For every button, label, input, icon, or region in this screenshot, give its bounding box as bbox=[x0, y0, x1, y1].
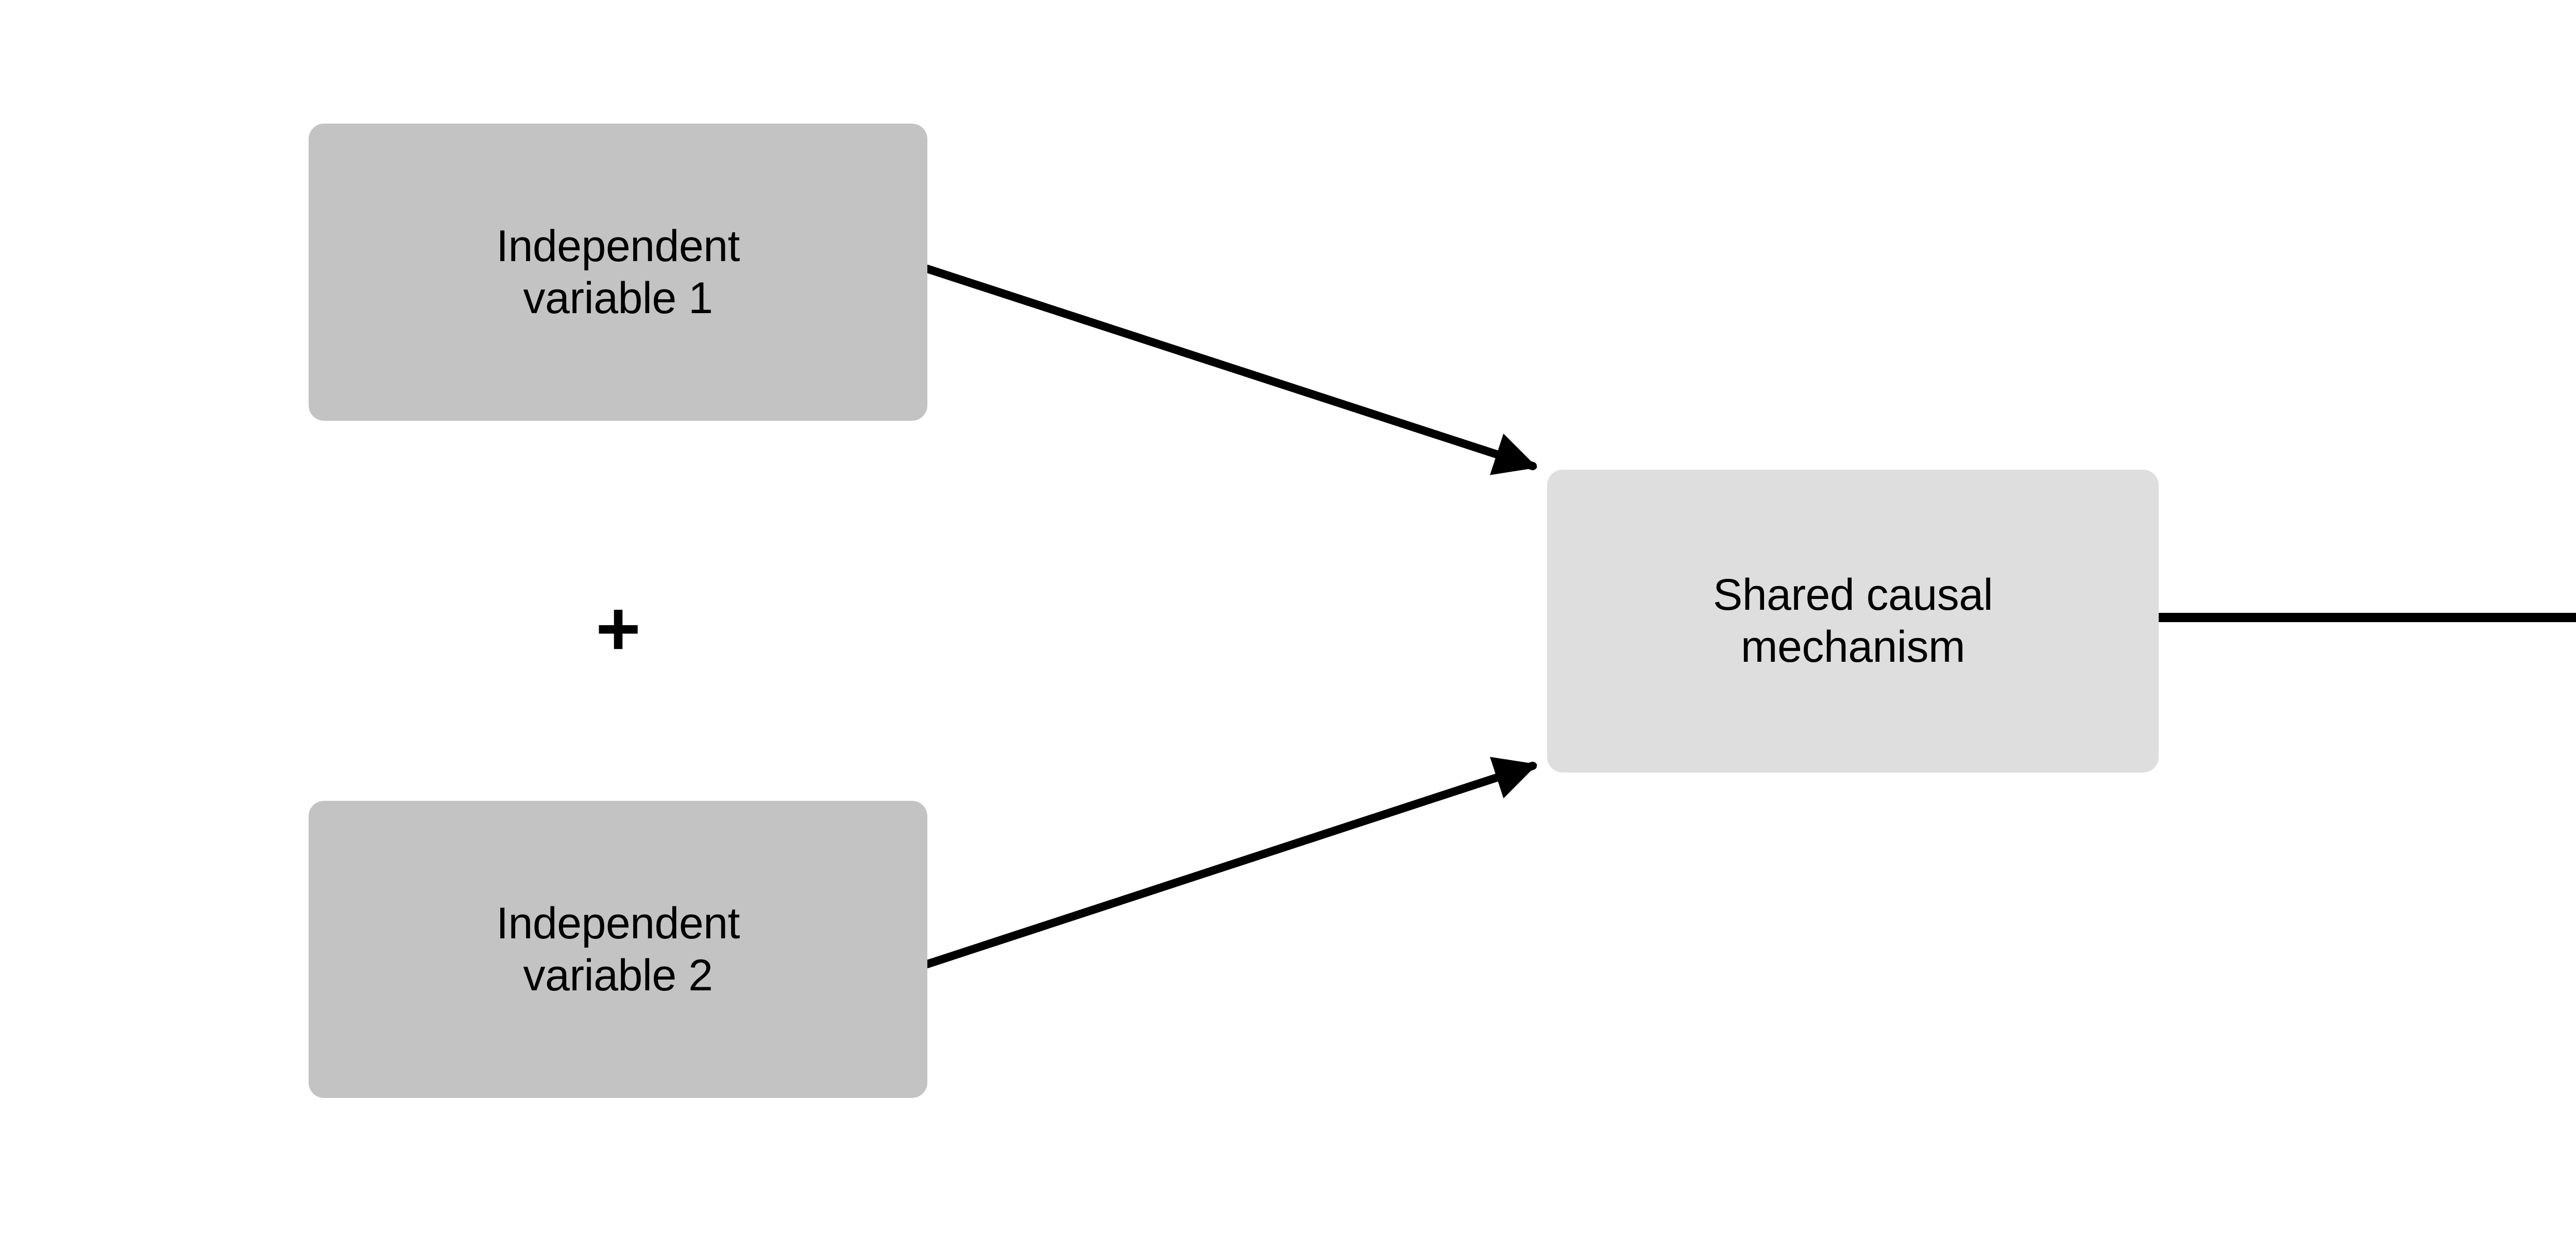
node-shared-causal-mechanism[interactable]: Shared causal mechanism bbox=[1547, 470, 2159, 772]
node-independent-variable-2-label: Independent variable 2 bbox=[496, 898, 740, 1000]
plus-operator-icon: + bbox=[567, 577, 670, 680]
node-independent-variable-1[interactable]: Independent variable 1 bbox=[309, 124, 927, 421]
edge-iv2-to-mechanism bbox=[923, 757, 1538, 968]
edge-iv1-to-mechanism bbox=[923, 265, 1538, 475]
plus-operator-label: + bbox=[596, 585, 641, 672]
node-shared-causal-mechanism-label: Shared causal mechanism bbox=[1713, 570, 1993, 672]
node-independent-variable-1-label: Independent variable 1 bbox=[496, 221, 740, 323]
node-independent-variable-2[interactable]: Independent variable 2 bbox=[309, 801, 927, 1098]
